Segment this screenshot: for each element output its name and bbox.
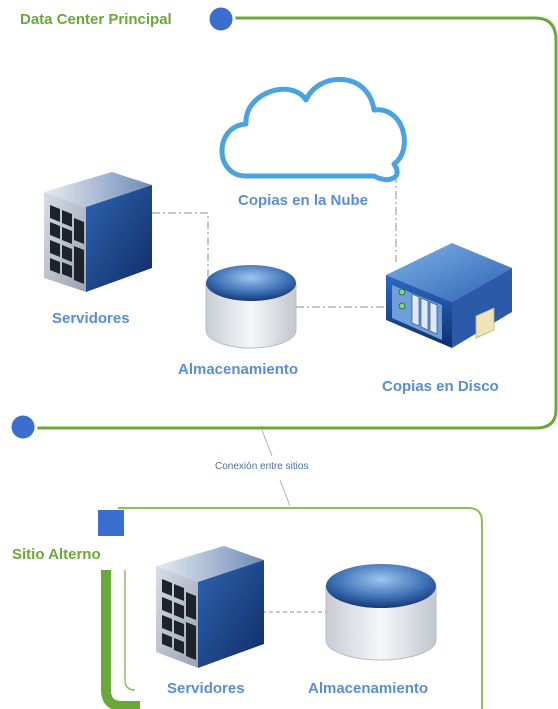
- site-link-line-top: [261, 429, 273, 457]
- primary-storage-label: Almacenamiento: [178, 361, 299, 378]
- disk-backup-label: Copias en Disco: [382, 378, 499, 395]
- primary-site-title: Data Center Principal: [20, 11, 172, 28]
- servers-to-storage-link: [152, 212, 209, 290]
- cloud-icon: [219, 76, 407, 182]
- storage-drum-icon: [205, 265, 297, 349]
- storage-drum-icon: [325, 564, 437, 661]
- secondary-site-marker: [98, 510, 124, 536]
- disk-backup-appliance-icon: [386, 243, 512, 348]
- secondary-servers-label: Servidores: [167, 680, 245, 697]
- secondary-site-title: Sitio Alterno: [12, 546, 103, 563]
- primary-site-frame: [22, 16, 558, 430]
- server-icon: [156, 546, 264, 668]
- secondary-site-inner-border: [124, 570, 136, 691]
- secondary-storage-label: Almacenamiento: [308, 680, 429, 697]
- primary-site-top-dot: [206, 4, 236, 34]
- primary-site-bottom-dot: [8, 412, 38, 442]
- cloud-label: Copias en la Nube: [238, 192, 369, 209]
- secondary-site-frame: [118, 507, 483, 709]
- primary-servers-label: Servidores: [52, 310, 130, 327]
- server-icon: [44, 172, 152, 292]
- site-link-label: Conexión entre sitios: [215, 461, 309, 472]
- secondary-site-left-border: [101, 570, 140, 709]
- site-link-line-bottom: [279, 479, 291, 507]
